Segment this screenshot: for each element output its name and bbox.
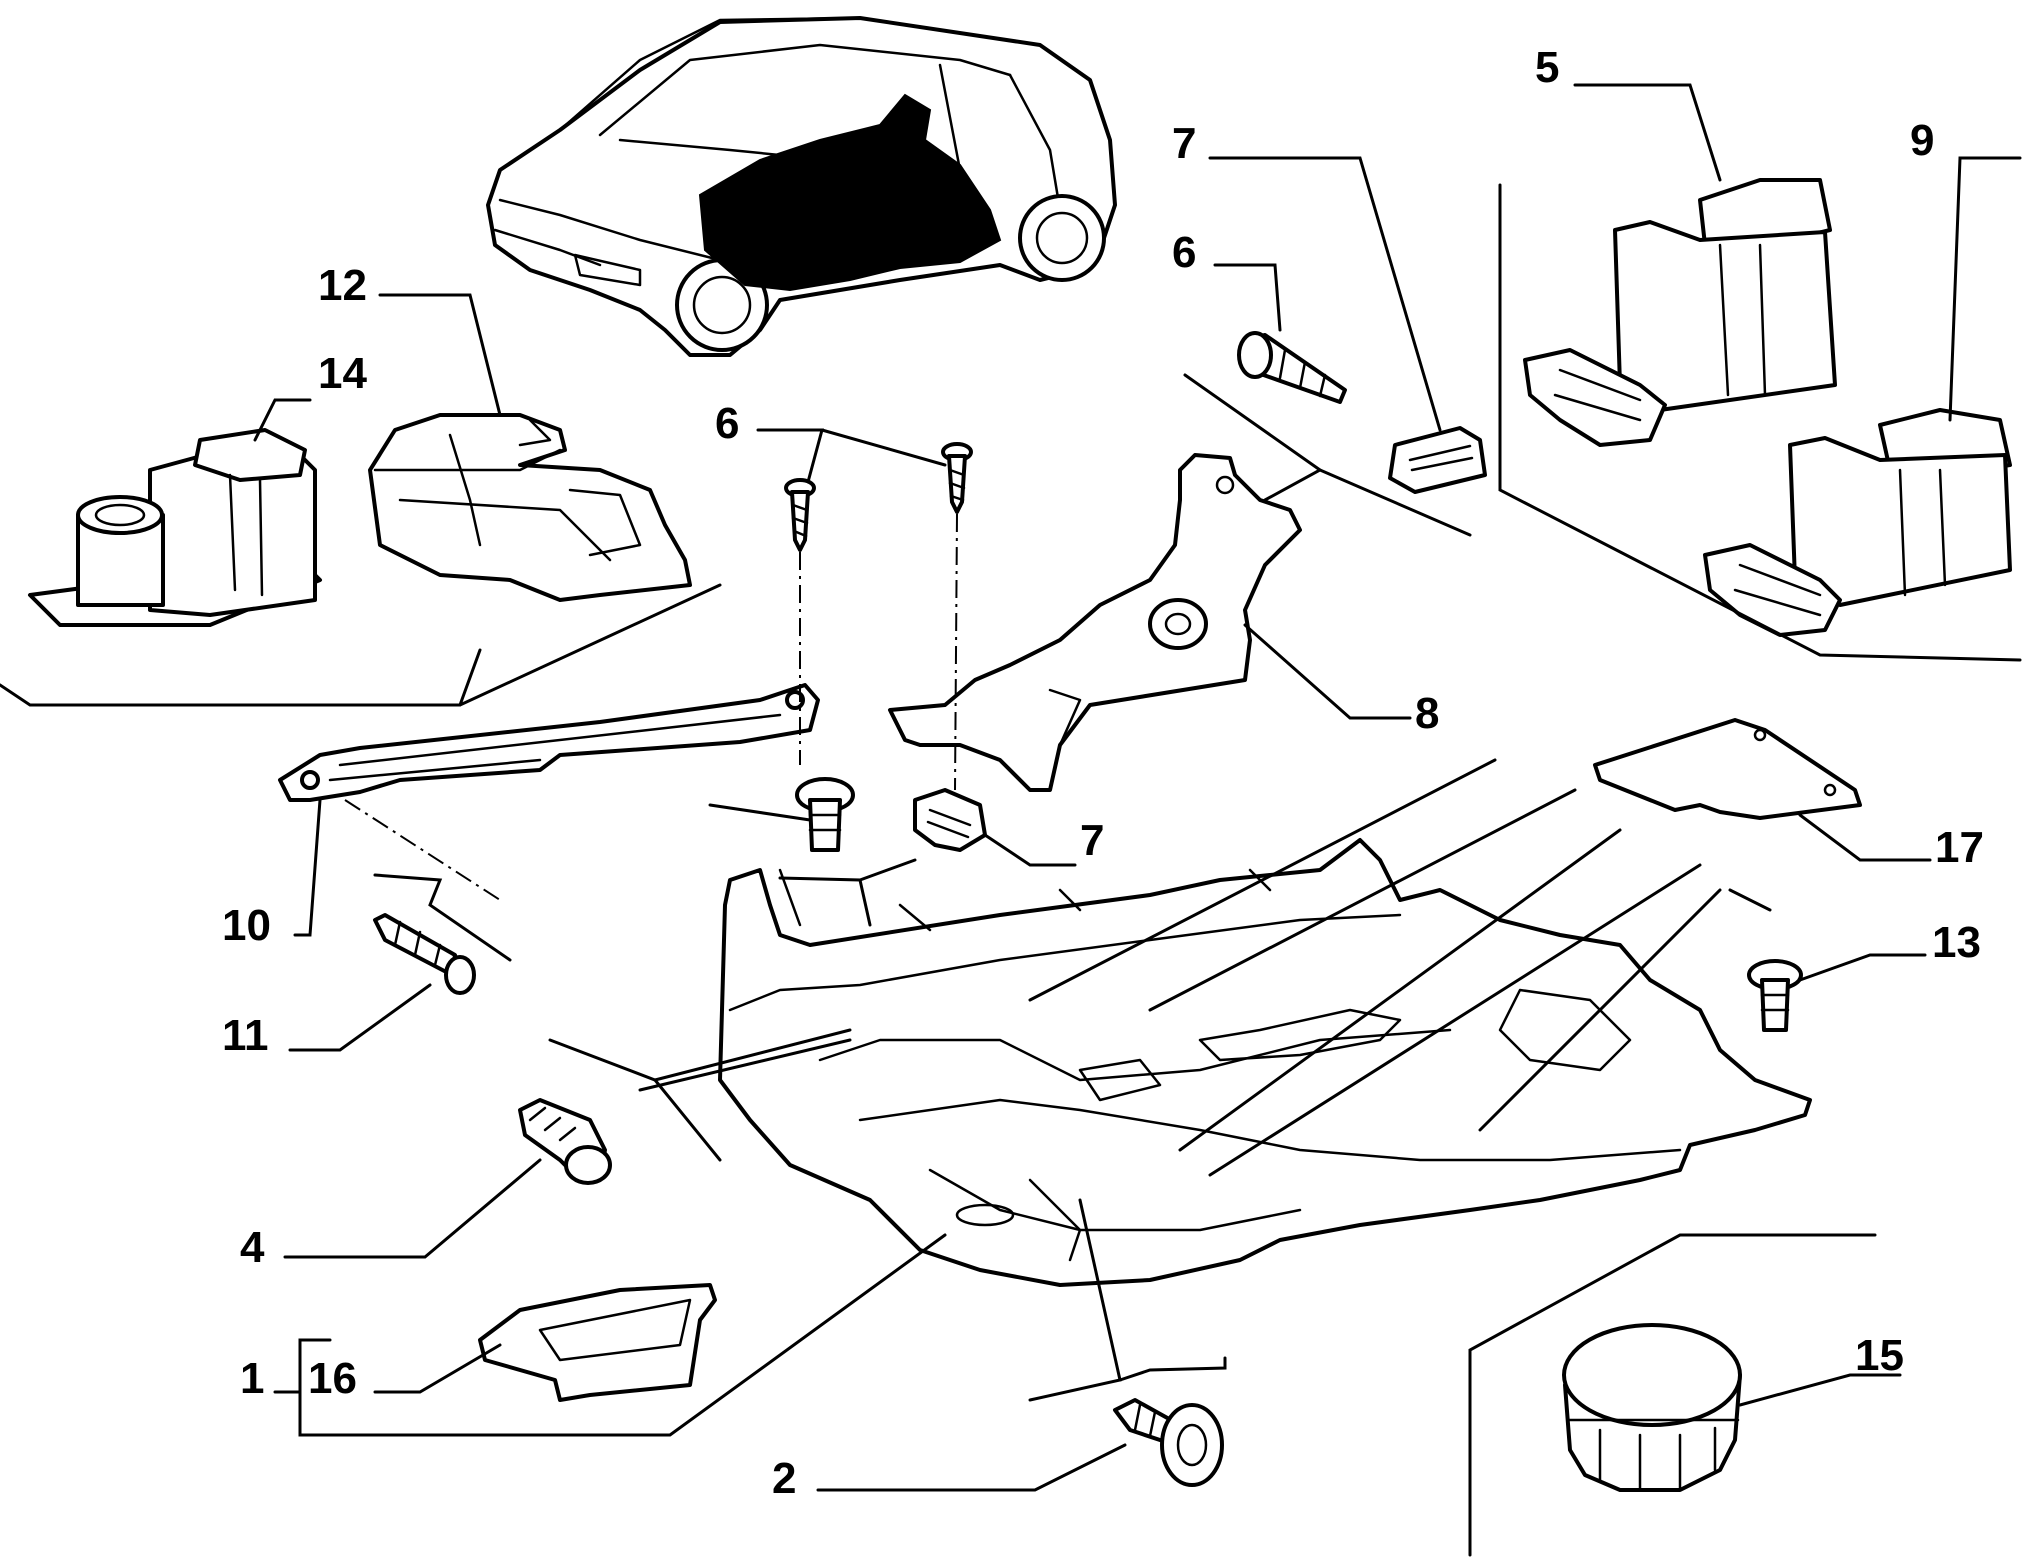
part-15-cap (1562, 1323, 1742, 1492)
part-16-cover-plug (478, 1283, 717, 1402)
callout-1: 1 (240, 1354, 264, 1403)
floor-carpet-highlight (698, 93, 1002, 292)
part-6-screw-left (784, 478, 816, 552)
part-14-bracket-clip (28, 428, 322, 627)
callout-5: 5 (1535, 43, 1559, 92)
car-overview-illustration (486, 16, 1117, 357)
part-12-clip-assembly (368, 413, 692, 602)
callout-labels: 12 14 6 7 5 9 6 8 7 17 10 13 11 4 1 16 1… (222, 43, 1984, 1503)
callout-8: 8 (1415, 689, 1439, 738)
part-11-screw (373, 913, 476, 995)
callout-10: 10 (222, 901, 271, 950)
part-7-plug-mid (913, 788, 987, 852)
part-13-push-clip (1747, 959, 1803, 1032)
callout-6-mid: 6 (715, 399, 739, 448)
leader-lines (0, 83, 2022, 1557)
part-5-clip (1523, 178, 1837, 447)
part-6-screw-upper (1237, 331, 1347, 404)
part-4-fir-tree-clip (518, 1098, 612, 1185)
part-9-clip (1703, 408, 2012, 637)
alignment-lines (344, 513, 958, 901)
part-10-trim-strip (278, 683, 820, 802)
callout-6-top: 6 (1172, 228, 1196, 277)
callout-12: 12 (318, 261, 367, 310)
callout-9: 9 (1910, 116, 1934, 165)
main-floor-carpet (718, 838, 1812, 1287)
callout-11: 11 (222, 1011, 269, 1060)
part-17-pad (1593, 718, 1862, 820)
callout-4: 4 (240, 1223, 265, 1272)
part-8-tunnel-panel (888, 453, 1302, 792)
callout-16: 16 (308, 1354, 357, 1403)
callout-7-top: 7 (1172, 119, 1196, 168)
part-2-push-clip (1113, 1398, 1224, 1487)
callout-13: 13 (1932, 918, 1981, 967)
push-clip-mid (795, 777, 855, 852)
part-7-plug-upper (1388, 426, 1487, 494)
callout-17: 17 (1935, 823, 1984, 872)
callout-7-mid: 7 (1080, 816, 1104, 865)
part-6-screw-right (941, 442, 973, 514)
callout-14: 14 (318, 349, 367, 398)
callout-15: 15 (1855, 1331, 1904, 1380)
callout-2: 2 (772, 1454, 796, 1503)
